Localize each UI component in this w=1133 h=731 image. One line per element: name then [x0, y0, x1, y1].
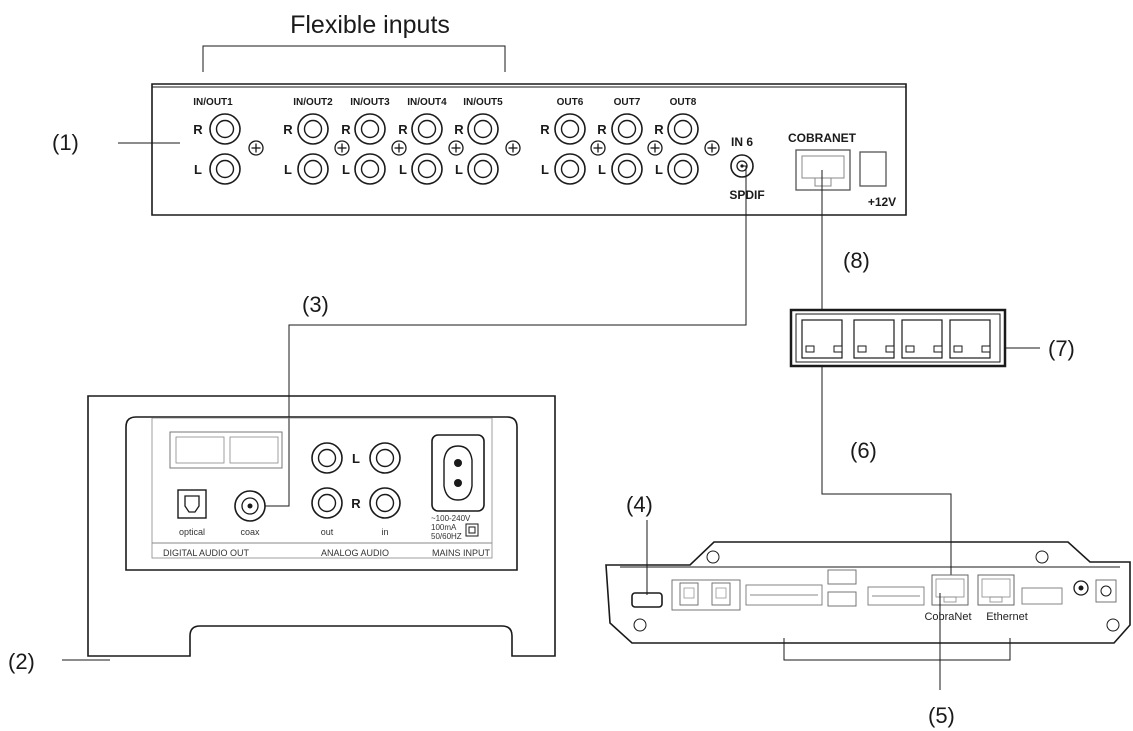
jack-label-out8: OUT8	[670, 97, 697, 108]
ground-screw-icon	[248, 140, 264, 156]
rca-jack	[467, 153, 499, 185]
analog-l-label: L	[352, 451, 360, 466]
jack-label-inout4: IN/OUT4	[407, 97, 447, 108]
rca-jack	[411, 153, 443, 185]
jack-label-inout1: IN/OUT1	[193, 97, 233, 108]
rca-jack	[354, 113, 386, 145]
label-l: L	[284, 162, 292, 177]
label-r: R	[654, 122, 664, 137]
power-label: +12V	[868, 195, 896, 209]
coax-port	[234, 490, 266, 522]
ground-screw-icon	[647, 140, 663, 156]
rca-jack	[611, 113, 643, 145]
rca-jack	[667, 113, 699, 145]
label-l: L	[455, 162, 463, 177]
analog-in-l-jack	[369, 442, 401, 474]
cobranet-label: CobraNet	[924, 611, 971, 623]
jack-label-inout2: IN/OUT2	[293, 97, 333, 108]
callout-4: (4)	[626, 492, 653, 517]
cable-6	[821, 366, 952, 580]
terminal-block	[1021, 587, 1063, 605]
callout-6: (6)	[850, 438, 877, 463]
mains-input-socket	[431, 434, 485, 512]
in6-label: IN 6	[731, 135, 753, 149]
cobranet-port	[795, 149, 851, 191]
rca-jack	[611, 153, 643, 185]
ethernet-ports	[169, 431, 283, 469]
rca-jack	[467, 113, 499, 145]
flexible-inputs-title: Flexible inputs	[290, 11, 450, 39]
section-digital-audio-out: DIGITAL AUDIO OUT	[163, 548, 250, 558]
analog-out-r-jack	[311, 487, 343, 519]
hdmi-port	[631, 592, 663, 608]
cobranet-port	[931, 574, 969, 606]
callout-8: (8)	[843, 248, 870, 273]
rca-jack	[209, 153, 241, 185]
device-1-controller: IN/OUT1 IN/OUT2 IN/OUT3 IN/OUT4 IN/OUT5 …	[151, 83, 907, 216]
callout-1: (1)	[52, 130, 79, 155]
usb-port	[827, 591, 857, 607]
jack-label-out7: OUT7	[614, 97, 641, 108]
ground-screw-icon	[590, 140, 606, 156]
flexible-inputs-bracket	[202, 45, 506, 72]
section-mains-input: MAINS INPUT	[432, 548, 491, 558]
ground-screw-icon	[334, 140, 350, 156]
label-r: R	[597, 122, 607, 137]
ground-screw-icon	[704, 140, 720, 156]
cable-3	[255, 165, 747, 507]
analog-in-label: in	[381, 527, 388, 537]
label-r: R	[193, 122, 203, 137]
label-r: R	[398, 122, 408, 137]
label-l: L	[598, 162, 606, 177]
ground-screw-icon	[448, 140, 464, 156]
optical-port	[177, 489, 207, 519]
label-l: L	[541, 162, 549, 177]
rca-jack	[667, 153, 699, 185]
jack-label-inout5: IN/OUT5	[463, 97, 503, 108]
rca-jack	[554, 153, 586, 185]
spdif-label: SPDIF	[729, 188, 764, 202]
mains-voltage: ~100-240V	[431, 514, 471, 523]
jack-label-out6: OUT6	[557, 97, 584, 108]
mains-frequency: 50/60HZ	[431, 532, 462, 541]
rca-jack	[354, 153, 386, 185]
rca-jack	[297, 113, 329, 145]
mains-current: 100mA	[431, 523, 457, 532]
label-l: L	[399, 162, 407, 177]
device-2-streaming-unit: optical coax L R out in ~100-240V 100mA …	[87, 395, 556, 657]
label-r: R	[540, 122, 550, 137]
rca-jack	[297, 153, 329, 185]
ground-screw-icon	[505, 140, 521, 156]
analog-out-label: out	[321, 527, 334, 537]
analog-out-l-jack	[311, 442, 343, 474]
usb-port	[827, 569, 857, 585]
ground-screw-icon	[391, 140, 407, 156]
label-l: L	[194, 162, 202, 177]
power-socket	[859, 151, 887, 187]
coax-label: coax	[240, 527, 260, 537]
device-4-processor: CobraNet Ethernet	[605, 541, 1131, 661]
device-7-network-switch	[789, 308, 1007, 368]
analog-r-label: R	[351, 496, 361, 511]
callout-7: (7)	[1048, 336, 1075, 361]
jack-label-inout3: IN/OUT3	[350, 97, 390, 108]
label-r: R	[454, 122, 464, 137]
label-r: R	[341, 122, 351, 137]
label-r: R	[283, 122, 293, 137]
section-analog-audio: ANALOG AUDIO	[321, 548, 389, 558]
callout-5: (5)	[928, 703, 955, 728]
optical-label: optical	[179, 527, 205, 537]
label-l: L	[655, 162, 663, 177]
callout-2: (2)	[8, 649, 35, 674]
label-l: L	[342, 162, 350, 177]
cobranet-label: COBRANET	[788, 131, 857, 145]
rca-jack	[209, 113, 241, 145]
ethernet-label: Ethernet	[986, 611, 1028, 623]
rca-jack	[554, 113, 586, 145]
callout-3: (3)	[302, 292, 329, 317]
ethernet-port	[977, 574, 1015, 606]
rca-jack	[411, 113, 443, 145]
analog-in-r-jack	[369, 487, 401, 519]
